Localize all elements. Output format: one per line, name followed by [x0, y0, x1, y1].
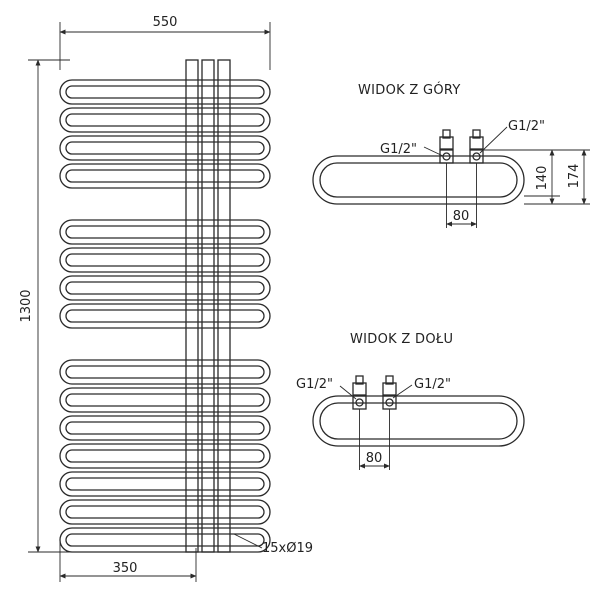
radiator-loop-inner — [65, 393, 265, 407]
top-view-right-connection-label: G1/2" — [508, 119, 545, 134]
radiator-loop-inner — [65, 365, 265, 379]
radiator-loop-inner — [65, 85, 265, 99]
radiator-loop-inner — [65, 505, 265, 519]
width-label: 550 — [153, 15, 178, 30]
radiator-front-view — [59, 59, 271, 553]
radiator-loop-inner — [65, 449, 265, 463]
radiator-loop-inner — [65, 309, 265, 323]
top-view-connection-left — [439, 129, 454, 228]
spacing-label: 350 — [113, 561, 138, 576]
radiator-loop-outer — [59, 303, 271, 329]
radiator-loop-outer — [59, 275, 271, 301]
dimension-width: 550 — [59, 15, 271, 70]
radiator-loop-outer — [59, 415, 271, 441]
bottom-view-title: WIDOK Z DOŁU — [350, 332, 453, 347]
radiator-loop-outer — [59, 247, 271, 273]
dimension-spacing: 350 — [59, 540, 197, 582]
radiator-loops — [59, 79, 271, 553]
radiator-loop-inner — [65, 253, 265, 267]
bottom-view: WIDOK Z DOŁU G1/2" G1/2" 80 — [296, 332, 525, 470]
radiator-loop-outer — [59, 387, 271, 413]
radiator-loop-outer — [59, 471, 271, 497]
radiator-loop-outer — [59, 443, 271, 469]
bottom-view-connection-left — [352, 375, 367, 470]
radiator-loop-outer — [59, 79, 271, 105]
radiator-loop-outer — [59, 163, 271, 189]
height-label: 1300 — [19, 289, 34, 322]
radiator-loop-inner — [65, 141, 265, 155]
top-view-loop-inner — [319, 162, 518, 198]
bottom-view-loop-outer — [312, 395, 525, 447]
radiator-loop-outer — [59, 499, 271, 525]
radiator-loop-outer — [59, 135, 271, 161]
dimension-height: 1300 — [19, 59, 70, 553]
radiator-loop-outer — [59, 359, 271, 385]
bottom-view-left-connection-label: G1/2" — [296, 377, 333, 392]
radiator-loop-inner — [65, 169, 265, 183]
bottom-view-connection-right — [382, 375, 397, 470]
radiator-loop-outer — [59, 527, 271, 553]
bottom-view-loop-inner — [319, 402, 518, 440]
bottom-view-right-connection-label: G1/2" — [414, 377, 451, 392]
tube-callout: 15xØ19 — [233, 533, 313, 556]
top-view-connection-right — [469, 129, 484, 228]
radiator-loop-inner — [65, 281, 265, 295]
radiator-loop-inner — [65, 421, 265, 435]
top-view: WIDOK Z GÓRY G1/2" G1/2" 80 — [312, 82, 590, 228]
radiator-loop-inner — [65, 533, 265, 547]
top-view-loop-outer — [312, 155, 525, 205]
radiator-loop-outer — [59, 107, 271, 133]
top-view-depth-outer-label: 174 — [567, 164, 582, 189]
radiator-loop-outer — [59, 219, 271, 245]
radiator-loop-inner — [65, 477, 265, 491]
top-view-title: WIDOK Z GÓRY — [358, 82, 461, 98]
radiator-loop-inner — [65, 225, 265, 239]
top-view-left-connection-label: G1/2" — [380, 142, 417, 157]
radiator-loop-inner — [65, 113, 265, 127]
top-view-spacing-label: 80 — [453, 209, 470, 224]
bottom-view-spacing-label: 80 — [366, 451, 383, 466]
top-view-depth-inner-label: 140 — [535, 166, 550, 191]
tube-label: 15xØ19 — [262, 541, 313, 556]
